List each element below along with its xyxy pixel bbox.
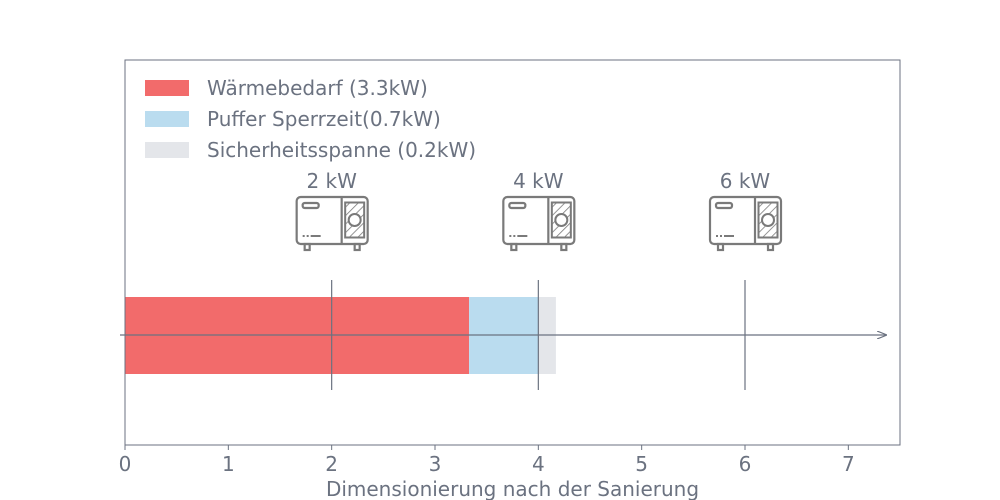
x-tick-label-7: 7 — [842, 452, 855, 476]
heat-pump-icon — [708, 195, 783, 252]
x-tick-label-6: 6 — [739, 452, 752, 476]
x-tick-label-4: 4 — [532, 452, 545, 476]
legend-swatch-0 — [145, 80, 189, 96]
x-tick-label-1: 1 — [222, 452, 235, 476]
legend-label-0: Wärmebedarf (3.3kW) — [207, 76, 428, 100]
x-tick-label-2: 2 — [325, 452, 338, 476]
plot-border — [124, 59, 901, 446]
x-axis-label: Dimensionierung nach der Sanierung — [326, 477, 699, 500]
x-tick-label-5: 5 — [635, 452, 648, 476]
capacity-markers: 2 kW 4 kW 6 kW — [295, 169, 783, 390]
legend-label-2: Sicherheitsspanne (0.2kW) — [207, 138, 476, 162]
legend-swatch-2 — [145, 142, 189, 158]
legend-swatch-1 — [145, 111, 189, 127]
legend: Wärmebedarf (3.3kW) Puffer Sperrzeit(0.7k… — [145, 76, 476, 162]
legend-label-1: Puffer Sperrzeit(0.7kW) — [207, 107, 441, 131]
plot-frame — [124, 59, 901, 446]
x-tick-label-0: 0 — [119, 452, 132, 476]
x-tick-label-3: 3 — [429, 452, 442, 476]
heat-pump-icon — [502, 195, 576, 252]
marker-label-2: 6 kW — [720, 169, 771, 193]
x-axis-ticks: 0 1 2 3 4 5 6 7 — [119, 445, 855, 476]
marker-label-0: 2 kW — [306, 169, 357, 193]
heat-pump-icon — [295, 195, 369, 252]
marker-label-1: 4 kW — [513, 169, 564, 193]
